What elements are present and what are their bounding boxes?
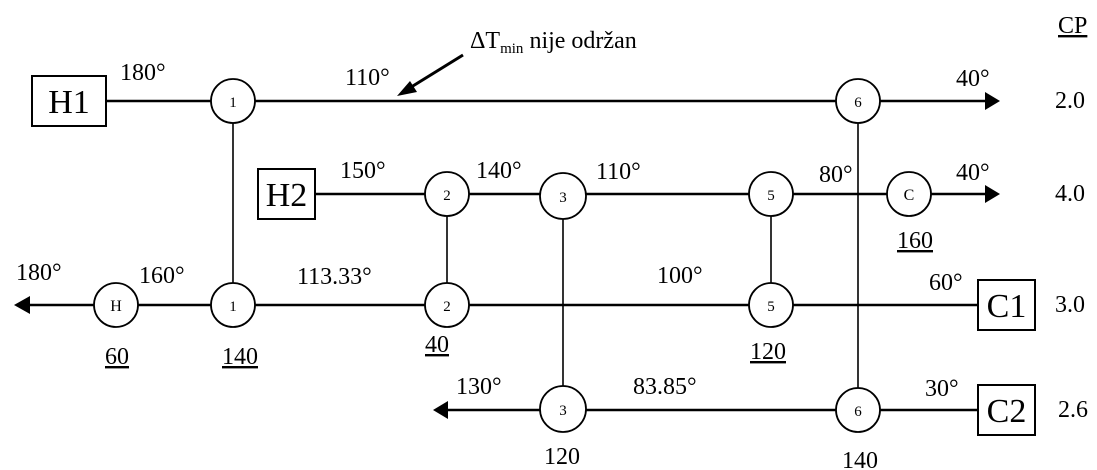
arrow-right-icon	[985, 92, 1000, 110]
duty-exchanger-3: 120	[544, 444, 580, 470]
exchanger-5-cold: 5	[748, 282, 794, 328]
exchanger-3-hot: 3	[539, 172, 587, 220]
stream-label-h1: H1	[48, 84, 90, 121]
exchanger-number: 1	[229, 95, 237, 111]
heater: H	[93, 282, 139, 328]
temp-label: 40°	[956, 66, 990, 92]
exchanger-2-cold: 2	[424, 282, 470, 328]
temp-label: 140°	[476, 158, 522, 184]
exchanger-2-hot: 2	[424, 171, 470, 217]
exchanger-number: 3	[559, 403, 567, 419]
exchanger-5-hot: 5	[748, 171, 794, 217]
exchanger-number: 2	[443, 299, 451, 315]
temp-label: 110°	[596, 159, 641, 185]
duty-exchanger-1: 140	[222, 344, 258, 370]
temp-label: 60°	[929, 270, 963, 296]
exchanger-3-cold: 3	[539, 385, 587, 433]
arrow-right-icon	[985, 185, 1000, 203]
delta-t-subscript: min	[500, 41, 524, 57]
arrow-left-icon	[433, 401, 448, 419]
exchanger-number: 1	[229, 299, 237, 315]
temp-label: 180°	[120, 60, 166, 86]
delta-t-text: nije održan	[523, 28, 636, 54]
duty-exchanger-5: 120	[750, 339, 786, 365]
temp-label: 100°	[657, 263, 703, 289]
heater-label: H	[110, 298, 122, 315]
temp-label: 150°	[340, 158, 386, 184]
exchanger-1-hot: 1	[210, 78, 256, 124]
stream-label-c1: C1	[987, 288, 1027, 325]
exchanger-6-cold: 6	[835, 387, 881, 433]
delta-t-annotation: ΔTmin nije održan	[470, 28, 637, 57]
temp-label: 83.85°	[633, 374, 697, 400]
stream-box-c1: C1	[977, 279, 1036, 331]
temp-label: 180°	[16, 260, 62, 286]
temp-label: 130°	[456, 374, 502, 400]
cp-value-h1: 2.0	[1055, 88, 1085, 114]
duty-cooler: 160	[897, 228, 933, 254]
arrow-left-icon	[14, 296, 30, 314]
temp-label: 80°	[819, 162, 853, 188]
stream-label-c2: C2	[987, 393, 1027, 430]
annotation-arrow-line	[407, 53, 464, 91]
duty-exchanger-2: 40	[425, 332, 449, 358]
exchanger-6-hot: 6	[835, 78, 881, 124]
temp-label: 40°	[956, 160, 990, 186]
temp-label: 160°	[139, 263, 185, 289]
temp-label: 30°	[925, 376, 959, 402]
stream-box-h1: H1	[31, 75, 107, 127]
cp-value-c2: 2.6	[1058, 397, 1088, 423]
cp-value-h2: 4.0	[1055, 181, 1085, 207]
exchanger-1-cold: 1	[210, 282, 256, 328]
stream-box-h2: H2	[257, 168, 316, 220]
exchanger-number: 3	[559, 190, 567, 206]
exchanger-number: 5	[767, 188, 775, 204]
temp-label: 113.33°	[297, 264, 372, 290]
temp-label: 110°	[345, 65, 390, 91]
cp-header: CP	[1058, 13, 1087, 39]
exchanger-number: 6	[854, 404, 862, 420]
duty-exchanger-6: 140	[842, 448, 878, 470]
exchanger-number: 5	[767, 299, 775, 315]
cooler-label: C	[904, 187, 915, 204]
cooler: C	[886, 171, 932, 217]
delta-t-symbol: ΔT	[470, 28, 500, 54]
duty-heater: 60	[105, 344, 129, 370]
annotation-arrow-icon	[397, 81, 417, 96]
cp-value-c1: 3.0	[1055, 292, 1085, 318]
exchanger-number: 2	[443, 188, 451, 204]
stream-label-h2: H2	[266, 177, 308, 214]
stream-box-c2: C2	[977, 384, 1036, 436]
exchanger-number: 6	[854, 95, 862, 111]
